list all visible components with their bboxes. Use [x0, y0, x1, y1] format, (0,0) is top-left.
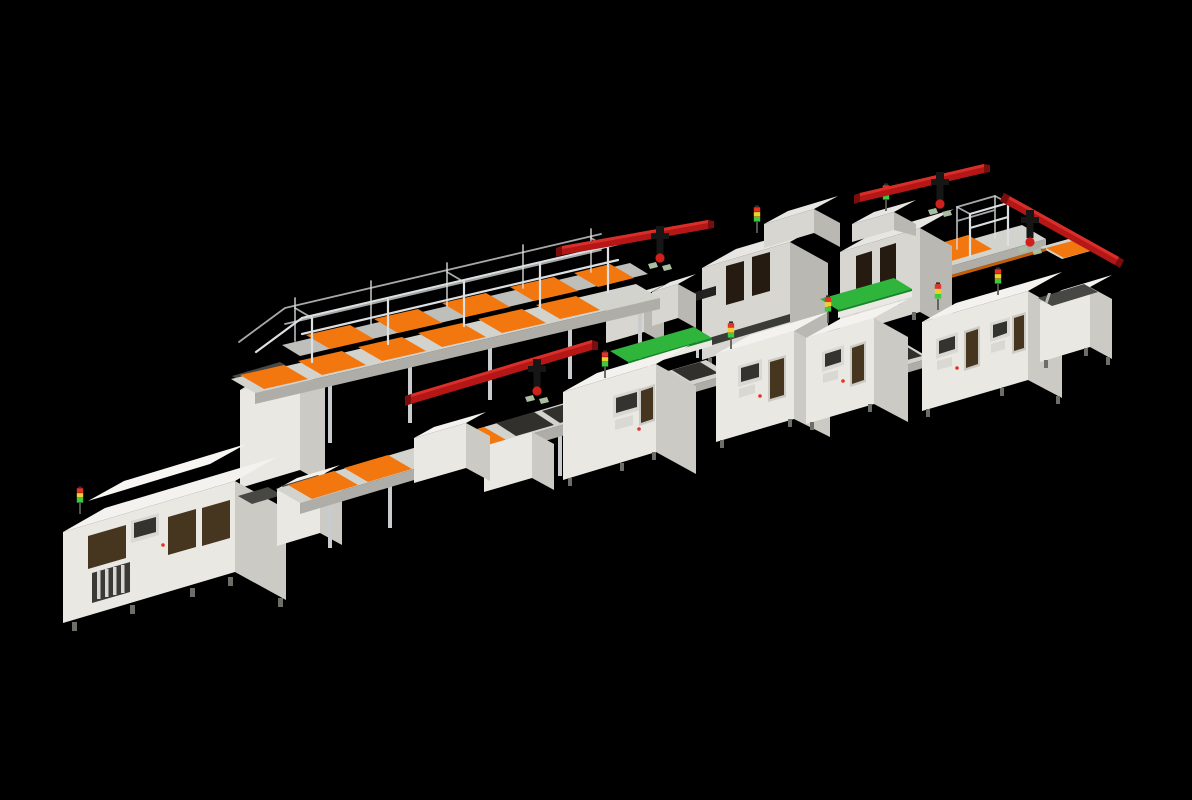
green-conveyor-2 — [820, 278, 912, 328]
inspection-machine-1 — [563, 345, 696, 486]
inspection-machine-3 — [806, 295, 908, 430]
transfer-beam-3 — [854, 164, 990, 204]
front-row — [63, 267, 1112, 631]
back-row — [231, 164, 1124, 488]
transfer-beam-2 — [556, 220, 714, 257]
gantry-frame — [956, 195, 1010, 258]
tunnel-module — [414, 412, 490, 483]
transfer-beam-1 — [405, 340, 598, 406]
elevated-return-conveyor — [231, 228, 660, 488]
loader-machine — [63, 444, 286, 631]
inspection-machine-4 — [922, 267, 1062, 417]
outfeed-cabinet — [1038, 275, 1112, 368]
